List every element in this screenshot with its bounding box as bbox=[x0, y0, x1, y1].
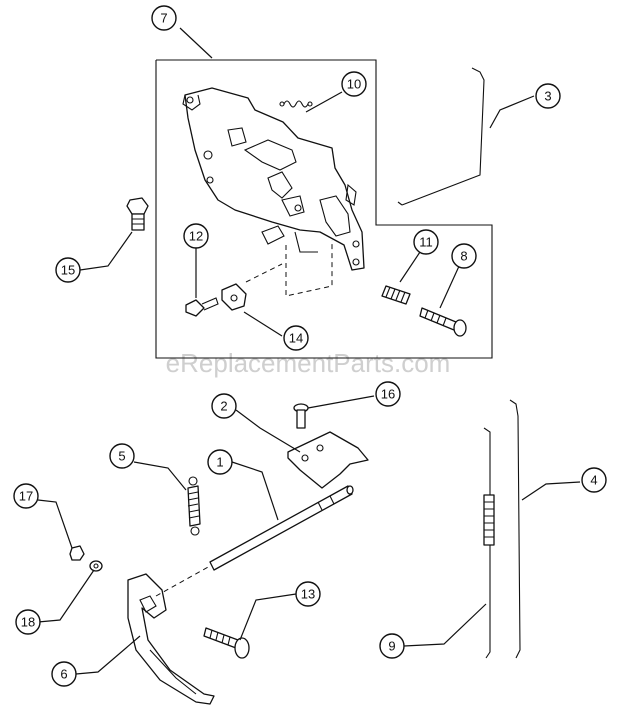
callout-14: 14 bbox=[283, 325, 309, 351]
linkage-rod-spring bbox=[483, 427, 495, 659]
adjusting-screw bbox=[419, 307, 467, 337]
callout-9-label: 9 bbox=[388, 639, 395, 654]
hex-bolt-mount bbox=[126, 197, 149, 231]
callout-12-label: 12 bbox=[189, 229, 203, 244]
callout-18: 18 bbox=[15, 609, 41, 635]
callout-16: 16 bbox=[375, 381, 401, 407]
callout-10-label: 10 bbox=[347, 77, 361, 92]
callout-16-label: 16 bbox=[381, 387, 395, 402]
governor-shaft bbox=[209, 485, 354, 571]
callout-11-label: 11 bbox=[419, 235, 433, 250]
callout-7: 7 bbox=[151, 5, 177, 31]
return-spring bbox=[187, 476, 201, 536]
cable-clip bbox=[221, 283, 247, 311]
governor-spring bbox=[381, 285, 411, 305]
small-spring bbox=[279, 100, 313, 108]
callout-1-label: 1 bbox=[216, 455, 223, 470]
control-bracket bbox=[182, 87, 365, 271]
alignment-lines bbox=[285, 240, 333, 297]
throttle-plate bbox=[287, 431, 369, 489]
callout-1: 1 bbox=[207, 449, 233, 475]
callout-15: 15 bbox=[55, 257, 81, 283]
governor-lever bbox=[127, 573, 215, 705]
callout-15-label: 15 bbox=[61, 263, 75, 278]
callout-12: 12 bbox=[183, 223, 209, 249]
callout-2: 2 bbox=[211, 393, 237, 419]
callout-5: 5 bbox=[109, 443, 135, 469]
callout-13: 13 bbox=[295, 581, 321, 607]
callout-17: 17 bbox=[13, 483, 39, 509]
callout-8: 8 bbox=[451, 243, 477, 269]
throttle-link-rod bbox=[509, 399, 521, 659]
callout-6: 6 bbox=[51, 661, 77, 687]
lever-bolt bbox=[203, 627, 250, 659]
callout-2-label: 2 bbox=[220, 399, 227, 414]
callout-11: 11 bbox=[413, 229, 439, 255]
callout-3: 3 bbox=[535, 83, 561, 109]
hex-nut bbox=[69, 545, 85, 561]
leader-lines bbox=[37, 27, 581, 675]
callout-4: 4 bbox=[581, 467, 607, 493]
choke-rod bbox=[397, 67, 485, 206]
alignment-lines-3 bbox=[155, 565, 211, 597]
assembly-frame bbox=[155, 59, 493, 359]
callout-9: 9 bbox=[379, 633, 405, 659]
hex-bolt-small bbox=[185, 297, 219, 317]
callout-6-label: 6 bbox=[60, 667, 67, 682]
shoulder-screw bbox=[293, 403, 309, 429]
callout-10: 10 bbox=[341, 71, 367, 97]
callout-5-label: 5 bbox=[118, 449, 125, 464]
watermark-text: eReplacementParts.com bbox=[166, 348, 451, 378]
callout-13-label: 13 bbox=[301, 587, 315, 602]
alignment-lines-2 bbox=[245, 263, 283, 283]
flat-washer bbox=[89, 560, 103, 572]
callout-7-label: 7 bbox=[160, 11, 167, 26]
callout-14-label: 14 bbox=[289, 331, 303, 346]
callout-8-label: 8 bbox=[460, 249, 467, 264]
callout-17-label: 17 bbox=[19, 489, 33, 504]
callout-4-label: 4 bbox=[590, 473, 597, 488]
callout-18-label: 18 bbox=[21, 615, 35, 630]
callout-3-label: 3 bbox=[544, 89, 551, 104]
